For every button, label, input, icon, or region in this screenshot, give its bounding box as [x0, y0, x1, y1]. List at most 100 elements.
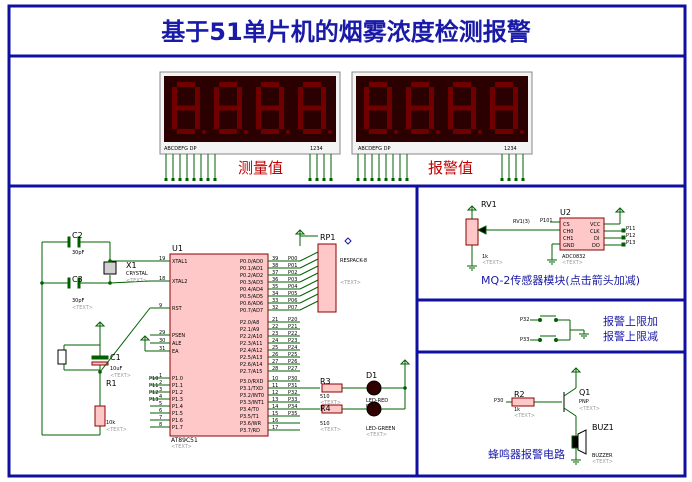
segment	[387, 108, 392, 129]
svg-text:R1: R1	[106, 379, 117, 388]
mcu-pin-num: 12	[272, 390, 278, 396]
svg-text:CLK: CLK	[590, 229, 600, 235]
resistor-r2: R2 P30 1k <TEXT>	[494, 390, 535, 419]
segment	[321, 108, 326, 129]
mcu-pin-net: P24	[288, 345, 297, 351]
segment	[279, 87, 284, 108]
segment	[369, 129, 387, 134]
segment	[495, 82, 513, 87]
switch-contact	[538, 338, 542, 342]
wires	[40, 205, 626, 465]
mcu-pin-name: P2.3/A11	[240, 341, 262, 347]
segment	[364, 87, 369, 108]
mcu-pin-num: 31	[159, 346, 165, 352]
cap-plate	[67, 277, 71, 289]
mcu-p1-net: P10	[149, 376, 158, 382]
svg-text:<TEXT>: <TEXT>	[110, 373, 131, 379]
segment	[453, 129, 471, 134]
segment	[261, 82, 279, 87]
svg-text:DO: DO	[592, 243, 600, 249]
svg-text:D1: D1	[366, 371, 377, 380]
svg-text:LED-GREEN: LED-GREEN	[366, 426, 395, 432]
svg-text:BUZ1: BUZ1	[592, 423, 614, 432]
pin-end	[322, 178, 326, 181]
seven-segment-display-alarm	[351, 71, 533, 181]
mcu-pin-num: 38	[272, 263, 278, 269]
pin-end	[391, 178, 395, 181]
pin-end	[521, 178, 525, 181]
vcc-symbol	[466, 205, 478, 211]
mcu-pin-net: P32	[288, 390, 297, 396]
led-red	[366, 380, 382, 396]
pin-end	[206, 178, 210, 181]
svg-text:ADC0832: ADC0832	[562, 254, 586, 260]
mcu-pin-name: P3.0/RXD	[240, 379, 264, 385]
segment	[172, 87, 177, 108]
mcu-pin-num: 3	[159, 387, 162, 393]
mcu-pin-name: P0.7/AD7	[240, 308, 263, 314]
mcu-pin-num: 27	[272, 359, 278, 365]
buzzer-circuit-label: 蜂鸣器报警电路	[488, 447, 565, 461]
mcu-pin-net: P03	[288, 277, 297, 283]
mcu-pin-name: P3.3/INT1	[240, 400, 264, 406]
mcu-pin-net: P30	[288, 376, 297, 382]
mcu-pin-name: P2.2/A10	[240, 334, 262, 340]
mcu-pin-name: P3.6/WR	[240, 421, 262, 427]
svg-text:GND: GND	[563, 243, 575, 249]
segment	[219, 105, 237, 111]
mcu-pin-name: P0.3/AD3	[240, 280, 263, 286]
decimal-point	[436, 130, 440, 134]
display-alarm-digits: 1234	[504, 146, 517, 152]
pin-end	[164, 178, 168, 181]
svg-text:X1: X1	[126, 261, 137, 270]
mcu-pin-num: 24	[272, 338, 278, 344]
junction	[108, 281, 112, 285]
svg-text:P30: P30	[494, 398, 503, 404]
pot-body	[465, 218, 479, 246]
pin-end	[514, 178, 518, 181]
svg-text:P12: P12	[626, 233, 635, 239]
svg-text:<TEXT>: <TEXT>	[579, 406, 600, 412]
mcu-pin-num: 22	[272, 324, 278, 330]
mcu-pin-name: RST	[172, 306, 183, 312]
frame	[7, 4, 687, 478]
segment	[387, 87, 392, 108]
resistor-body	[94, 405, 106, 427]
mcu-pin-name: P2.6/A14	[240, 362, 262, 368]
mcu-pin-name: P2.5/A13	[240, 355, 262, 361]
segment	[303, 105, 321, 111]
svg-text:C1: C1	[110, 353, 121, 362]
pin-end	[199, 178, 203, 181]
wire	[299, 258, 319, 269]
pin-end	[507, 178, 511, 181]
svg-text:U2: U2	[560, 208, 571, 217]
mcu-pin-num: 36	[272, 277, 278, 283]
pin-end	[192, 178, 196, 181]
mcu-pin-net: P04	[288, 284, 297, 290]
pin-end	[500, 178, 504, 181]
mcu-pin-name: P1.2	[172, 390, 183, 396]
mcu-pin-num: 18	[159, 276, 165, 282]
svg-text:Q1: Q1	[579, 388, 590, 397]
mcu-pin-num: 32	[272, 305, 278, 311]
switch-p32[interactable]: P32	[520, 317, 529, 323]
segment	[411, 105, 429, 111]
mcu-pin-name: P2.4/A12	[240, 348, 262, 354]
segment	[490, 87, 495, 108]
pin-end	[377, 178, 381, 181]
pin-end	[356, 178, 360, 181]
mcu-pin-name: P2.0/A8	[240, 320, 259, 326]
mcu-pin-name: EA	[172, 349, 179, 355]
pin-end	[363, 178, 367, 181]
mcu-pin-num: 39	[272, 256, 278, 262]
switch-p33[interactable]: P33	[520, 337, 529, 343]
switch-contact	[554, 338, 558, 342]
svg-text:<TEXT>: <TEXT>	[340, 280, 361, 286]
cap-c1: C1 10uF <TEXT>	[110, 353, 131, 379]
mcu-pin-num: 13	[272, 397, 278, 403]
mcu-pin-name: PSEN	[172, 333, 185, 339]
wire	[299, 293, 319, 304]
led-d2: D2 LED-GREEN <TEXT>	[366, 404, 395, 438]
